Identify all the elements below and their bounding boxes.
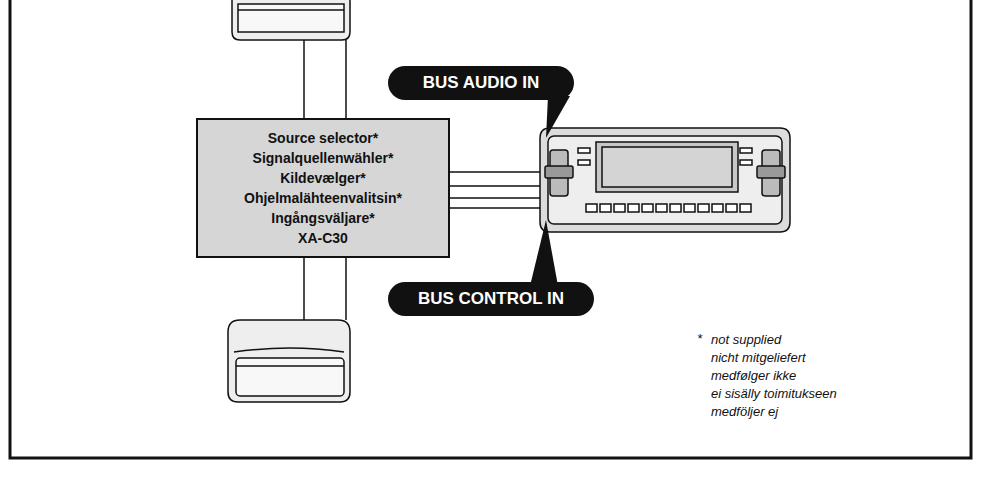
button xyxy=(614,204,625,212)
button xyxy=(670,204,681,212)
button xyxy=(726,204,737,212)
button xyxy=(698,204,709,212)
selector-box: Source selector*Signalquellenwähler*Kild… xyxy=(196,118,450,258)
footnote-text: nicht mitgeliefert xyxy=(711,349,806,367)
button xyxy=(642,204,653,212)
selector-text: Ohjelmalähteenvalitsin* xyxy=(244,188,402,208)
button xyxy=(740,204,751,212)
head-unit xyxy=(540,128,790,232)
button xyxy=(600,204,611,212)
selector-text: Ingångsväljare* xyxy=(271,208,375,228)
callout-pill: BUS AUDIO IN xyxy=(388,66,574,100)
callout-pointer xyxy=(530,220,558,286)
frame xyxy=(10,0,971,458)
callout-text: BUS CONTROL IN xyxy=(418,289,564,309)
button xyxy=(684,204,695,212)
footnote-mark: * xyxy=(697,330,702,348)
footnote-text: medfølger ikke xyxy=(711,367,796,385)
callout-text: BUS AUDIO IN xyxy=(423,73,540,93)
selector-text: Source selector* xyxy=(268,128,379,148)
footnote-text: medföljer ej xyxy=(711,403,778,421)
selector-text: Kildevælger* xyxy=(280,168,366,188)
callout-pointer xyxy=(546,96,570,138)
selector-text: Signalquellenwähler* xyxy=(253,148,394,168)
button xyxy=(586,204,597,212)
bottom-device xyxy=(228,320,350,402)
footnote-text: not supplied xyxy=(711,331,781,349)
top-device xyxy=(232,0,350,40)
callout-pill: BUS CONTROL IN xyxy=(388,282,594,316)
button xyxy=(628,204,639,212)
button xyxy=(712,204,723,212)
footnote-text: ei sisälly toimitukseen xyxy=(711,385,837,403)
selector-text: XA-C30 xyxy=(298,228,348,248)
button xyxy=(656,204,667,212)
